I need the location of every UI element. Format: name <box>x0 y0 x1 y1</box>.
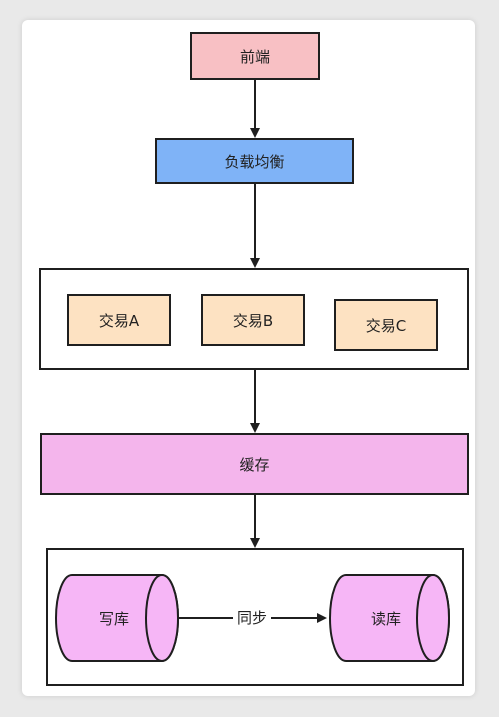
trade-b-label: 交易B <box>232 311 274 330</box>
load-balancer-node: 负载均衡 <box>155 138 354 184</box>
db-group-container <box>46 548 464 686</box>
frontend-node: 前端 <box>190 32 320 80</box>
read-db-label: 读库 <box>370 609 401 628</box>
frontend-label: 前端 <box>239 47 270 66</box>
write-db-label: 写库 <box>98 609 129 628</box>
sync-edge-label: 同步 <box>233 607 272 628</box>
write-db-cylinder <box>55 574 179 662</box>
trade-c-label: 交易C <box>365 316 407 335</box>
read-db-cylinder <box>329 574 450 662</box>
trade-b-node: 交易B <box>201 294 305 346</box>
trade-c-node: 交易C <box>334 299 438 351</box>
load-balancer-label: 负载均衡 <box>224 152 285 171</box>
trade-a-node: 交易A <box>67 294 171 346</box>
trade-a-label: 交易A <box>98 311 140 330</box>
cache-node: 缓存 <box>40 433 469 495</box>
cache-label: 缓存 <box>239 455 270 474</box>
